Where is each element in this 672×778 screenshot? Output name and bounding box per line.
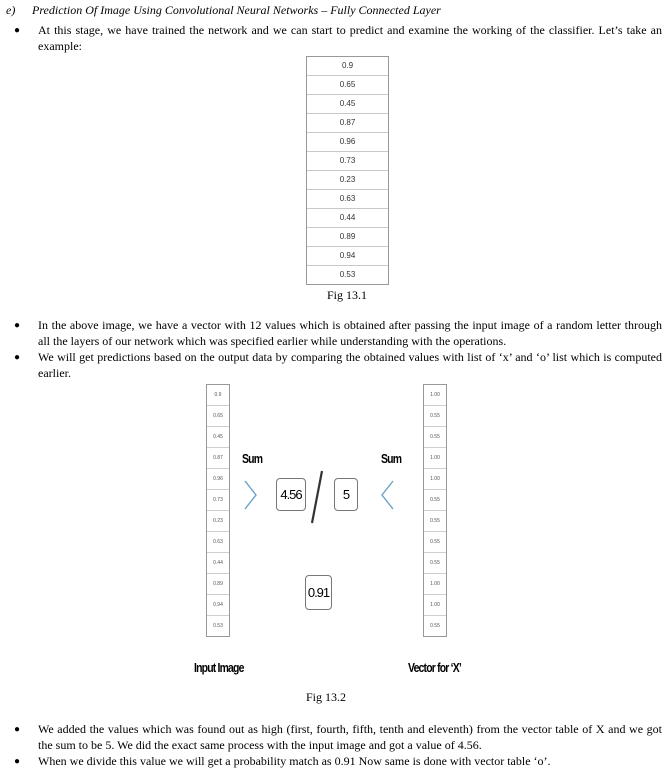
fig1-vector-table: 0.9 0.65 0.45 0.87 0.96 0.73 0.23 0.63 0…	[306, 56, 389, 285]
section-heading: e) Prediction Of Image Using Convolutiona…	[6, 3, 441, 18]
fig1-cell: 0.63	[307, 190, 388, 209]
bullet-icon: ●	[14, 352, 21, 363]
x-cell: 1.00	[424, 595, 446, 616]
chevron-left-icon	[381, 480, 394, 510]
input-cell: 0.73	[207, 490, 229, 511]
fig1-cell: 0.44	[307, 209, 388, 228]
vector-x-label: Vector for ‘X’	[408, 660, 462, 675]
fig1-cell: 0.89	[307, 228, 388, 247]
x-cell: 0.55	[424, 406, 446, 427]
fig2-caption: Fig 13.2	[306, 690, 347, 704]
fig1-cell: 0.45	[307, 95, 388, 114]
fig1-cell: 0.73	[307, 152, 388, 171]
paragraph-intro: ● At this stage, we have trained the net…	[14, 23, 662, 53]
sum-label-right: Sum	[381, 451, 402, 466]
x-cell: 0.55	[424, 532, 446, 553]
fig1-cell: 0.96	[307, 133, 388, 152]
input-cell: 0.96	[207, 469, 229, 490]
input-image-label: Input Image	[194, 660, 244, 675]
fig1-caption: Fig 13.1	[327, 288, 368, 302]
paragraph-vector-explanation: ● In the above image, we have a vector w…	[14, 318, 662, 348]
input-cell: 0.53	[213, 623, 223, 629]
paragraph-predictions: ● We will get predictions based on the o…	[14, 350, 662, 380]
denominator-box: 5	[334, 478, 358, 511]
input-cell: 0.65	[207, 406, 229, 427]
input-cell: 0.87	[207, 448, 229, 469]
fig1-cell: 0.87	[307, 114, 388, 133]
bullet-icon: ●	[14, 25, 21, 36]
x-cell: 1.00	[424, 469, 446, 490]
section-title: Prediction Of Image Using Convolutional …	[32, 3, 441, 17]
numerator-box: 4.56	[276, 478, 306, 511]
input-cell: 0.89	[207, 574, 229, 595]
x-cell: 0.55	[424, 553, 446, 574]
bullet-icon: ●	[14, 724, 21, 735]
x-cell: 0.55	[424, 427, 446, 448]
x-cell: 1.00	[424, 574, 446, 595]
chevron-right-icon	[244, 480, 257, 510]
x-vector: 1.00 0.55 0.55 1.00 1.00 0.55 0.55 0.55 …	[423, 384, 447, 637]
fig1-cell: 0.65	[307, 76, 388, 95]
input-cell: 0.94	[207, 595, 229, 616]
x-cell: 1.00	[424, 385, 446, 406]
result-box: 0.91	[305, 575, 332, 610]
fig1-cell: 0.53	[339, 270, 356, 279]
bullet-icon: ●	[14, 756, 21, 767]
x-cell: 0.55	[424, 490, 446, 511]
section-number: e)	[6, 3, 16, 17]
input-image-vector: 0.9 0.65 0.45 0.87 0.96 0.73 0.23 0.63 0…	[206, 384, 230, 637]
x-cell: 0.55	[430, 623, 440, 629]
x-cell: 0.55	[424, 511, 446, 532]
division-slash-icon	[310, 470, 324, 524]
input-cell: 0.23	[207, 511, 229, 532]
sum-label-left: Sum	[242, 451, 263, 466]
paragraph-sum-x: ● We added the values which was found ou…	[14, 722, 662, 752]
input-cell: 0.9	[207, 385, 229, 406]
input-cell: 0.44	[207, 553, 229, 574]
input-cell: 0.45	[207, 427, 229, 448]
fig1-cell: 0.9	[307, 57, 388, 76]
bullet-icon: ●	[14, 320, 21, 331]
x-cell: 1.00	[424, 448, 446, 469]
fig1-cell: 0.23	[307, 171, 388, 190]
fig1-cell: 0.94	[307, 247, 388, 266]
paragraph-probability: ● When we divide this value we will get …	[14, 754, 551, 768]
input-cell: 0.63	[207, 532, 229, 553]
